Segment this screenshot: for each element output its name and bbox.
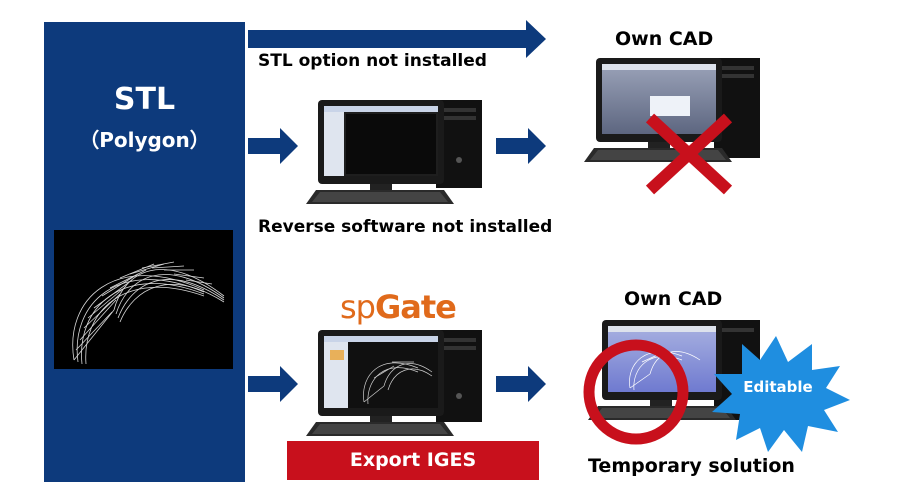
arrow-right-icon: [496, 128, 546, 164]
export-iges-banner: Export IGES: [287, 441, 539, 480]
circle-mark-icon: [583, 339, 689, 445]
long-arrow-icon: [248, 20, 546, 58]
editable-badge: Editable: [743, 378, 813, 396]
spgate-logo: spGate: [340, 288, 457, 326]
bottom-own-cad-label: Own CAD: [624, 288, 723, 310]
top-own-cad-label: Own CAD: [615, 28, 714, 50]
stl-mesh-preview: [54, 230, 233, 369]
stl-source-panel: STL （Polygon）: [44, 22, 245, 482]
stl-subtitle: （Polygon）: [79, 128, 210, 152]
arrow-right-icon: [248, 366, 298, 402]
stl-title: STL: [113, 82, 176, 117]
cross-icon: [645, 113, 733, 195]
reverse-software-caption: Reverse software not installed: [258, 217, 553, 237]
wireframe-arch-icon: [72, 261, 225, 365]
temporary-solution-caption: Temporary solution: [588, 455, 795, 477]
arrow-right-icon: [496, 366, 546, 402]
computer-icon: [306, 330, 482, 436]
stl-option-caption: STL option not installed: [258, 51, 487, 71]
spgate-logo-suffix: Gate: [374, 288, 457, 326]
burst-badge-icon: [712, 336, 850, 452]
arrow-right-icon: [248, 128, 298, 164]
computer-icon: [306, 100, 482, 204]
spgate-logo-prefix: sp: [340, 288, 376, 326]
